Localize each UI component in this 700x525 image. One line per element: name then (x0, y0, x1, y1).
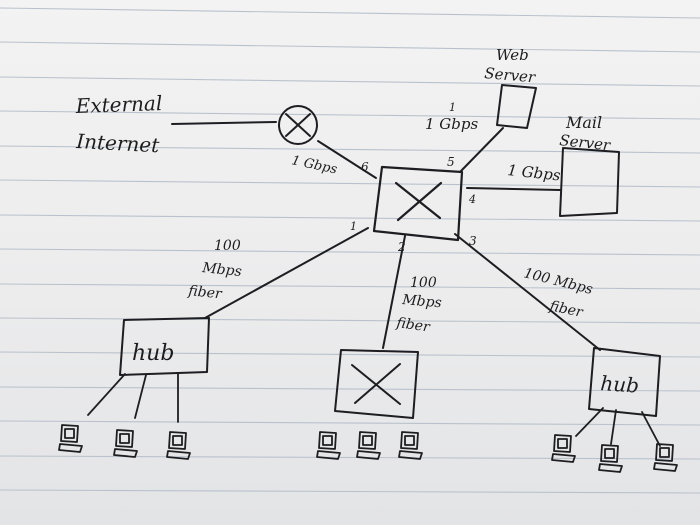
link-mail-label: 1 Gbps (507, 161, 562, 184)
computer-icon (58, 424, 83, 453)
external-label-line2: Internet (75, 129, 161, 157)
web-server-label-line2: Server (484, 64, 537, 86)
port-label-6: 6 (361, 160, 369, 174)
link-switch-midswitch (382, 235, 406, 349)
link-router-switch (317, 140, 377, 179)
router-icon (278, 105, 318, 145)
link-right-label-2: fiber (547, 298, 585, 321)
switch-middle-icon (334, 349, 419, 419)
computer-icon (598, 444, 623, 473)
links (171, 121, 601, 351)
computer-icon (166, 431, 191, 460)
link-right-label-1: 100 Mbps (522, 265, 594, 298)
link-left-label-2: Mbps (201, 260, 243, 280)
hub-right-label: hub (600, 371, 640, 398)
workstations (58, 424, 678, 473)
web-server-icon (496, 84, 537, 129)
hub-right-icon (588, 347, 661, 417)
external-label-line1: External (74, 91, 162, 118)
ruled-lines (0, 7, 700, 494)
mail-server-icon (559, 147, 620, 217)
port-label-3: 3 (469, 234, 477, 248)
hub-left-icon (119, 317, 210, 376)
link-switch-hub-right (454, 233, 601, 351)
port-label-2: 2 (397, 240, 406, 254)
link-mid-label-2: Mbps (401, 292, 443, 311)
link-router-label: 1 Gbps (290, 153, 339, 177)
core-switch-icon (372, 165, 464, 242)
link-web-label-a: 1 (449, 101, 456, 114)
port-label-1: 1 (350, 220, 357, 233)
mail-server-label-line2: Server (559, 131, 612, 154)
link-mid-label-3: fiber (394, 315, 431, 336)
link-web-switch (459, 127, 504, 173)
labels: External Internet Web Server Mail Server… (74, 46, 639, 398)
port-label-4: 4 (468, 193, 476, 206)
computer-icon (551, 434, 576, 463)
web-server-label-line1: Web (496, 46, 529, 64)
workstation-links (87, 372, 661, 447)
port-label-5: 5 (447, 155, 455, 169)
link-mid-label-1: 100 (410, 275, 437, 291)
computer-icon (113, 429, 138, 458)
computer-icon (398, 431, 423, 460)
link-web-label-b: 1 Gbps (425, 115, 478, 133)
link-left-label-1: 100 (214, 238, 241, 254)
computer-icon (356, 431, 381, 460)
link-switch-hub-left (204, 227, 369, 319)
computer-icon (316, 431, 341, 460)
link-left-label-3: fiber (187, 283, 224, 303)
computer-icon (653, 443, 678, 472)
hub-left-label: hub (132, 341, 174, 366)
mail-server-label-line1: Mail (565, 113, 602, 132)
link-internet-router (171, 121, 277, 125)
link-mail-switch (466, 187, 561, 191)
